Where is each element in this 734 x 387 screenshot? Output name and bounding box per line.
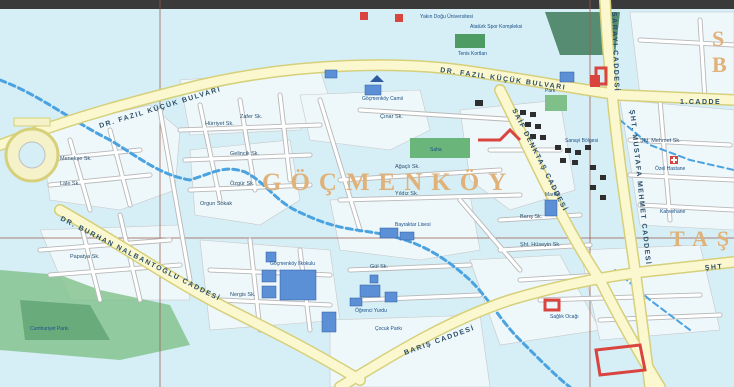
red-markers	[360, 12, 600, 87]
district-edge-mid: TAŞ	[670, 226, 734, 251]
poi-kultur-parki: Cumhuriyet Parkı	[30, 326, 69, 332]
road-label-cadde1: 1.CADDE	[680, 99, 721, 106]
street-label: Zafer Sk.	[240, 114, 263, 120]
small-park	[545, 95, 567, 111]
poi-yakin-dogu: Yakın Doğu Üniversitesi	[420, 13, 473, 20]
poi-lisesi: Bayraktar Lisesi	[395, 222, 431, 228]
saha-field	[410, 138, 470, 158]
road-label-sht: ŞHT	[705, 263, 724, 272]
hospital-icon	[670, 156, 678, 164]
poi-tenis: Tenis Kortları	[458, 51, 487, 57]
poi-ozel-hastane: Özel Hastane	[655, 165, 686, 172]
district-edge-top: SA	[712, 26, 734, 51]
street-label: Lale Sk.	[60, 181, 80, 187]
street-label: Çınar Sk.	[380, 114, 403, 120]
poi-cocuk-parki: Çocuk Parkı	[375, 326, 402, 332]
street-label: Gelincik Sk.	[230, 151, 260, 157]
district-edge-top2: BO	[712, 52, 734, 77]
street-label: Özgür Sk.	[230, 180, 255, 187]
road-label-saray: SARAYI CADDESİ	[610, 12, 621, 92]
poi-camii: Göçmenköy Camii	[362, 96, 403, 102]
street-label: Şht. Hüseyin Sk.	[520, 242, 561, 248]
poi-ilkokul: Göçmenköy İlkokulu	[270, 260, 315, 267]
district-label: GÖÇMENKÖY	[262, 169, 515, 196]
tenis-courts	[455, 34, 485, 48]
scan-edge	[0, 0, 734, 9]
camii-icon	[370, 75, 384, 82]
poi-ataturk-spor: Atatürk Spor Kompleksi	[470, 24, 522, 30]
street-label: Şht. Mehmet Sk.	[640, 138, 681, 144]
blue-buildings	[261, 69, 575, 333]
street-label: Menekşe Sk.	[60, 156, 92, 162]
street-label: Nergis Sk.	[230, 292, 256, 298]
poi-sanayi: Sanayi Bölgesi	[565, 138, 598, 144]
street-label: Orgun Sokak	[200, 201, 232, 207]
street-label: Hürriyet Sk.	[205, 121, 234, 127]
roundabout-west	[4, 117, 60, 183]
poi-market: Market	[545, 192, 561, 198]
poi-saglik: Sağlık Ocağı	[550, 314, 579, 320]
park-inner	[20, 300, 110, 340]
street-label: Yıldız Sk.	[395, 191, 419, 197]
industrial-blocks	[475, 100, 606, 200]
street-label: Barış Sk.	[520, 214, 543, 220]
poi-park-small: Park	[545, 88, 556, 94]
street-label: Gül Sk.	[370, 264, 389, 270]
poi-kahvehane: Kahvehane	[660, 209, 686, 215]
parks	[0, 12, 620, 360]
red-buildings	[478, 66, 647, 377]
street-label: Papatya Sk.	[70, 254, 100, 260]
poi-yurt: Öğrenci Yurdu	[355, 307, 387, 314]
street-label: Ağaçlı Sk.	[395, 164, 420, 170]
poi-saha: Saha	[430, 147, 442, 153]
